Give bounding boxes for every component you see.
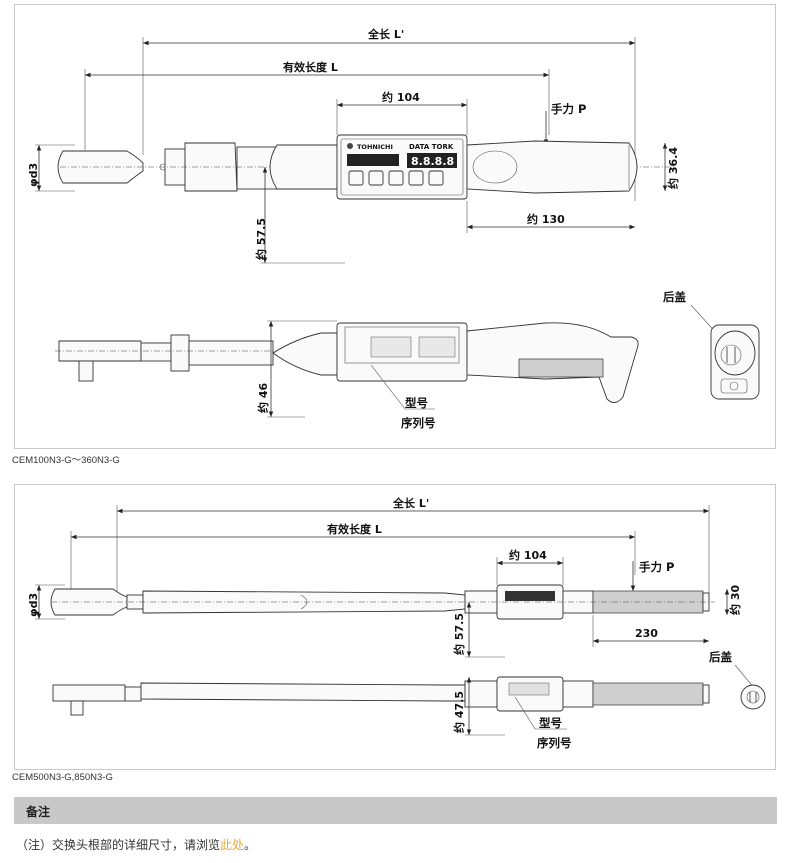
display-digits: 8.8.8.8	[411, 155, 454, 168]
display-button-3	[388, 170, 404, 186]
label-rear-cover-2: 后盖	[709, 650, 732, 664]
dim-height-57-5: 约 57.5	[254, 218, 268, 260]
dim-grip-height: 约 36.4	[666, 147, 680, 189]
note-text: （注）交换头根部的详细尺寸，请浏览此处。	[16, 836, 256, 853]
dim-head-diameter-2: φd3	[27, 593, 40, 617]
dim-overall-length: 全长 L'	[367, 27, 404, 41]
dim-grip-length-2: 230	[635, 627, 658, 640]
dim-height-46: 约 46	[256, 383, 270, 413]
label-rear-cover: 后盖	[663, 290, 686, 304]
digital-display-panel: TOHNICHI DATA TORK 8.8.8.8	[347, 143, 457, 186]
display-button-5	[428, 170, 444, 186]
notes-title: 备注	[26, 805, 51, 819]
rear-cover-view: 后盖	[663, 290, 760, 400]
diagram-panel-small-models: 全长 L' 有效长度 L 约 104 手力 P φd3	[14, 4, 776, 449]
product-name-text: DATA TORK	[409, 143, 454, 151]
dim-effective-length-2: 有效长度 L	[327, 522, 382, 536]
dim-width-104-2: 约 104	[509, 548, 547, 562]
display-button-4	[408, 170, 424, 186]
diagram-panel-large-models: 全长 L' 有效长度 L 约 104 手力 P φd3	[14, 484, 776, 770]
wrench-drawing-small: 全长 L' 有效长度 L 约 104 手力 P φd3	[27, 27, 760, 430]
dim-height-57-5-2: 约 57.5	[452, 613, 466, 655]
wrench-side-view-2	[52, 676, 710, 716]
caption-large-models: CEM500N3-G,850N3-G	[12, 772, 113, 783]
dim-grip-height-2: 约 30	[728, 585, 742, 615]
note-end: 。	[244, 838, 257, 852]
label-model-number-2: 型号	[539, 716, 562, 730]
dim-overall-length-2: 全长 L'	[392, 496, 429, 510]
label-serial-number-2: 序列号	[537, 736, 572, 750]
dim-head-diameter: φd3	[27, 163, 40, 187]
note-link-here[interactable]: 此处	[220, 838, 245, 852]
brand-logo-text: TOHNICHI	[357, 143, 393, 151]
label-model-number: 型号	[405, 396, 428, 410]
display-button-1	[348, 170, 364, 186]
note-body: （注）交换头根部的详细尺寸，请浏览	[16, 838, 221, 852]
label-serial-number: 序列号	[401, 416, 436, 430]
hand-force-label-2: 手力 P	[639, 560, 674, 574]
hand-force-label: 手力 P	[551, 102, 586, 116]
dim-effective-length: 有效长度 L	[283, 60, 338, 74]
dim-height-47-5: 约 47.5	[452, 691, 466, 733]
dim-width-104: 约 104	[382, 90, 420, 104]
caption-small-models: CEM100N3-G～360N3-G	[12, 455, 120, 466]
rear-cover-view-2: 后盖	[709, 650, 766, 710]
display-button-2	[368, 170, 384, 186]
wrench-side-view	[58, 322, 639, 403]
dim-grip-length: 约 130	[527, 212, 565, 226]
wrench-drawing-large: 全长 L' 有效长度 L 约 104 手力 P φd3	[27, 496, 766, 750]
notes-header-bar: 备注	[14, 797, 777, 824]
wrench-body-top-2	[50, 584, 710, 620]
